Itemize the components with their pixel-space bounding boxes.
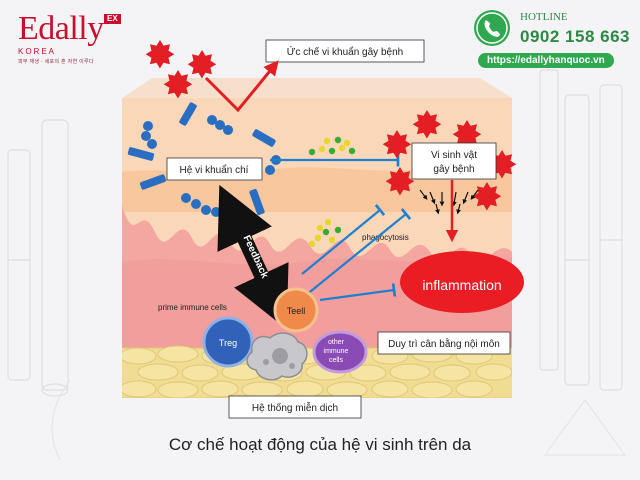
brand-tagline: 피부 재생 · 세포의 혼 자연 이루다 (18, 59, 94, 65)
phagocytosis-inhibit-line (301, 204, 386, 275)
red-star-burst-icon (145, 40, 175, 69)
brand-logo: Edally EX KOREA 피부 재생 · 세포의 혼 자연 이루다 (18, 12, 138, 65)
treg-cell: Treg (202, 316, 254, 368)
commensal-label-box: Hệ vi khuẩn chí (166, 157, 263, 181)
pathogen-label-box: Vi sinh vật gây bệnh (411, 142, 497, 180)
blue-bacteria-icon (179, 102, 197, 126)
phone-icon[interactable] (474, 10, 510, 46)
inhibit-red-arrow (204, 60, 279, 113)
inflammation-inhibit-line (319, 283, 397, 302)
brand-name: Edally (18, 10, 104, 47)
pathogen-label-line1: Vi sinh vật (431, 150, 477, 161)
red-star-burst-icon (452, 120, 482, 149)
immune-system-label-box: Hệ thống miễn dịch (228, 395, 362, 419)
red-star-burst-icon (472, 182, 502, 211)
red-star-burst-icon (163, 70, 193, 99)
teell-cell: Teell (273, 287, 319, 333)
blue-bacteria-icon (252, 129, 276, 147)
hotline-label: HOTLINE (520, 11, 568, 23)
blue-bacteria-icon (127, 147, 155, 161)
brand-badge: EX (104, 14, 121, 24)
prime-immune-cells-label: prime immune cells (158, 303, 227, 312)
blue-bacteria-icon (139, 174, 167, 190)
treg-label: Treg (219, 338, 237, 348)
red-star-burst-icon (412, 110, 442, 139)
metabolites-top (308, 136, 356, 156)
blue-bacteria-icon (141, 115, 281, 217)
inhibit-pathogens-label: Ức chế vi khuẩn gây bệnh (287, 45, 403, 58)
homeostasis-label: Duy trì cân bằng nội môn (388, 337, 500, 350)
red-star-burst-icon (187, 50, 217, 79)
inflammation-blob: inflammation (400, 251, 524, 313)
hotline-number[interactable]: 0902 158 663 (520, 27, 630, 46)
phagocytosis-label: phagocytosis (362, 233, 409, 242)
immune-system-label: Hệ thống miễn dịch (252, 401, 338, 414)
pathogen-stars-top (145, 40, 217, 99)
brand-sub: KOREA (18, 47, 57, 56)
website-link[interactable]: https://edallyhanquoc.vn (478, 53, 614, 68)
other-cells-line1: other (328, 339, 345, 346)
teell-label: Teell (287, 306, 306, 316)
inflammation-label: inflammation (422, 277, 501, 293)
yellow-green-dot-icon (308, 148, 316, 156)
pathogen-label-line2: gây bệnh (433, 164, 474, 175)
red-star-burst-icon (385, 167, 415, 196)
penetration-arrows (419, 189, 479, 215)
homeostasis-label-box: Duy trì cân bằng nội môn (377, 331, 511, 355)
inhibit-label-box: Ức chế vi khuẩn gây bệnh (265, 39, 425, 63)
other-immune-cells: other immune cells (312, 330, 368, 374)
other-cells-line3: cells (329, 357, 344, 364)
phone-handset-icon (476, 12, 508, 44)
macrophage-cell (246, 332, 308, 381)
red-star-burst-icon (382, 130, 412, 159)
immune-to-surface-inhibit-line (299, 208, 412, 301)
metabolites-mid (308, 218, 342, 248)
commensal-flora-label: Hệ vi khuẩn chí (180, 164, 249, 176)
other-cells-line2: immune (324, 348, 349, 355)
figure-caption: Cơ chế hoạt động của hệ vi sinh trên da (168, 435, 472, 454)
yellow-green-dot-icon (314, 234, 322, 242)
